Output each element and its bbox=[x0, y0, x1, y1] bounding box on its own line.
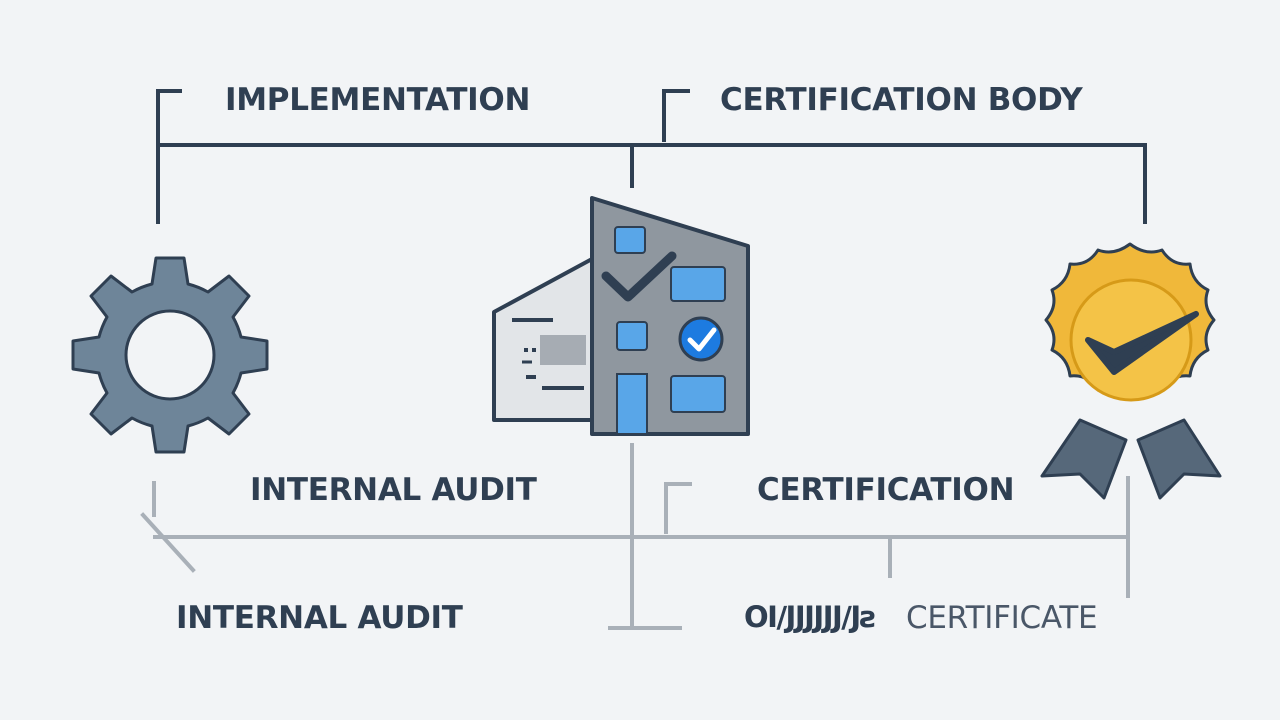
check-icon bbox=[601, 251, 677, 302]
left-diagonal bbox=[140, 512, 196, 573]
award-badge-icon bbox=[1040, 242, 1222, 500]
gear-hole bbox=[124, 309, 216, 401]
bracket-certification bbox=[664, 482, 692, 534]
ribbon-right bbox=[1136, 418, 1222, 500]
bracket-implementation bbox=[156, 89, 182, 224]
check-circle-icon bbox=[678, 316, 724, 362]
ribbon-left bbox=[1040, 418, 1128, 500]
label-garbled-text: OI∕JJJJJJ∕Jƨ bbox=[744, 600, 877, 634]
label-internal-audit-upper: INTERNAL AUDIT bbox=[250, 472, 537, 508]
gear-icon bbox=[71, 256, 269, 454]
bottom-connectors bbox=[140, 443, 1130, 630]
badge-check-icon bbox=[1085, 311, 1199, 375]
label-certification-body: CERTIFICATION BODY bbox=[720, 82, 1083, 118]
label-implementation: IMPLEMENTATION bbox=[225, 82, 531, 118]
badge-medallion bbox=[1069, 278, 1193, 402]
label-certificate: CERTIFICATE bbox=[906, 600, 1098, 636]
checklist-building-icon bbox=[492, 196, 750, 436]
bracket-certification-body bbox=[662, 89, 690, 142]
label-certification: CERTIFICATION bbox=[757, 472, 1015, 508]
label-internal-audit-lower: INTERNAL AUDIT bbox=[176, 600, 463, 636]
top-connectors bbox=[156, 89, 1147, 224]
